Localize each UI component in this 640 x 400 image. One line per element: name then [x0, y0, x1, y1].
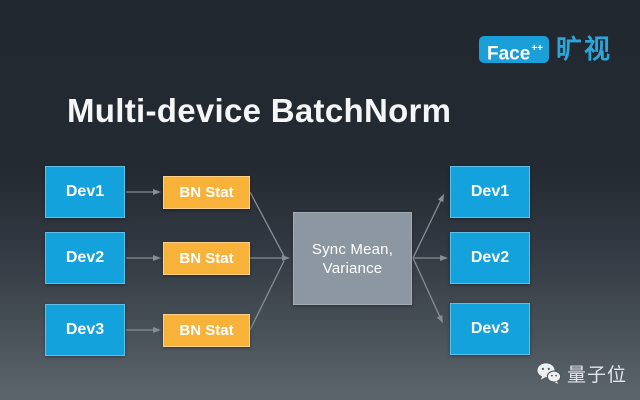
- node-label: Dev3: [65, 321, 105, 338]
- node-bn-stat-2: BN Stat: [163, 242, 250, 275]
- sync-label-line2: Variance: [322, 259, 383, 277]
- node-label: BN Stat: [179, 184, 234, 201]
- node-label: BN Stat: [179, 250, 234, 267]
- node-bn-stat-3: BN Stat: [163, 314, 250, 347]
- node-dev1-right: Dev1: [450, 166, 530, 218]
- wechat-icon: [537, 363, 561, 384]
- node-dev1-left: Dev1: [45, 166, 125, 218]
- node-dev3-left: Dev3: [45, 304, 125, 356]
- brand-logo: Face++ 旷视: [479, 34, 613, 65]
- node-label: Dev1: [65, 183, 105, 200]
- watermark-text: 量子位: [566, 365, 627, 386]
- logo-badge-superscript: ++: [531, 43, 543, 54]
- node-dev3-right: Dev3: [450, 303, 530, 355]
- node-label: Dev2: [470, 249, 510, 266]
- node-label: Dev1: [470, 183, 510, 200]
- node-bn-stat-1: BN Stat: [163, 176, 250, 209]
- node-dev2-left: Dev2: [45, 232, 125, 284]
- faceplusplus-logo-badge: Face++: [479, 36, 549, 65]
- sync-label-line1: Sync Mean,: [311, 240, 394, 258]
- node-label: BN Stat: [179, 322, 234, 339]
- watermark: 量子位: [537, 360, 627, 387]
- node-sync-mean-variance: Sync Mean, Variance: [293, 212, 412, 305]
- node-dev2-right: Dev2: [450, 232, 530, 284]
- logo-badge-label: Face: [487, 43, 531, 65]
- brand-name-cn: 旷视: [556, 34, 613, 64]
- slide-title: Multi-device BatchNorm: [67, 92, 452, 129]
- node-label: Dev2: [65, 249, 105, 266]
- node-label: Dev3: [470, 320, 510, 337]
